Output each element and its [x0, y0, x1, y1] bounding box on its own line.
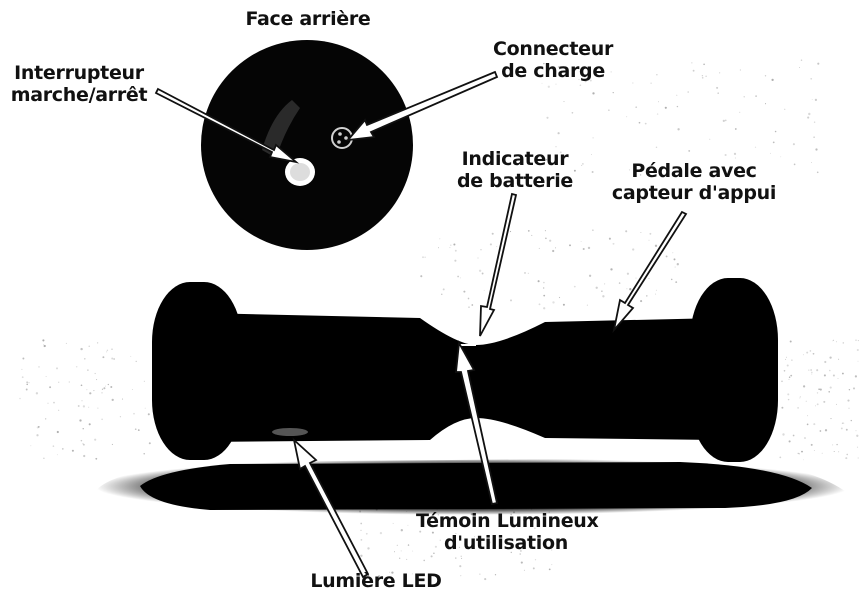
label-power-switch-line2: marche/arrêt — [10, 84, 148, 106]
arrow-battery-indicator — [479, 192, 518, 337]
arrow-power-switch — [154, 87, 300, 164]
arrow-usage-light — [455, 340, 499, 506]
label-rear-face: Face arrière — [228, 8, 388, 30]
label-power-switch-line1: Interrupteur — [14, 62, 144, 84]
label-battery-indicator-line2: de batterie — [456, 170, 574, 192]
label-led-text: Lumière LED — [310, 570, 442, 592]
background-speckles — [19, 59, 859, 581]
callout-arrows — [154, 70, 688, 579]
label-led: Lumière LED — [296, 570, 456, 592]
label-usage-light: Témoin Lumineux d'utilisation — [416, 510, 599, 554]
label-battery-indicator-line1: Indicateur — [461, 148, 569, 170]
arrow-led — [292, 437, 370, 579]
label-usage-light-line1: Témoin Lumineux — [416, 510, 599, 532]
label-charge-port-line1: Connecteur — [492, 38, 614, 60]
label-pedal-line1: Pédale avec — [631, 160, 757, 182]
arrow-pedal — [612, 210, 688, 334]
hoverboard-body — [200, 312, 720, 443]
rear-face-circle — [201, 40, 413, 250]
label-charge-port: Connecteur de charge — [478, 38, 628, 82]
label-power-switch: Interrupteur marche/arrêt — [4, 62, 154, 106]
label-rear-face-text: Face arrière — [245, 8, 371, 30]
label-usage-light-line2: d'utilisation — [444, 532, 568, 554]
led-light-texture — [272, 428, 308, 436]
label-pedal: Pédale avec capteur d'appui — [604, 160, 784, 204]
ground-shadow — [95, 458, 850, 515]
arrow-charge-port — [345, 70, 499, 142]
label-pedal-line2: capteur d'appui — [611, 182, 777, 204]
label-battery-indicator: Indicateur de batterie — [440, 148, 590, 192]
label-charge-port-line2: de charge — [501, 60, 605, 82]
